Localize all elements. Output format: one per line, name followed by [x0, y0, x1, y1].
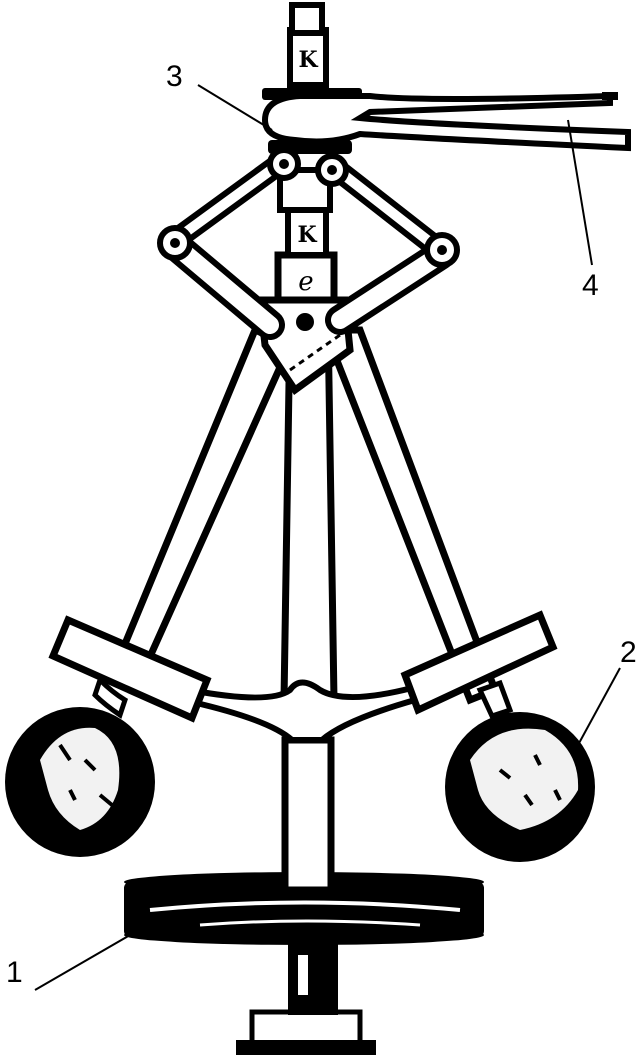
pulley: [124, 872, 484, 945]
upper-shaft: K K: [277, 2, 333, 258]
left-pendulum-arm: [48, 325, 295, 723]
callout-2: 2: [577, 636, 637, 746]
collar-block: e: [274, 251, 338, 304]
callout-2-label: 2: [620, 636, 637, 669]
left-linkage: [157, 151, 293, 340]
callout-4: 4: [567, 119, 599, 302]
lower-hub: [186, 679, 419, 743]
sliding-sleeve: [267, 140, 352, 187]
collar-letter: e: [298, 267, 313, 297]
right-pendulum-arm: [319, 326, 558, 720]
central-spindle: [280, 316, 338, 894]
right-ball: [445, 712, 595, 862]
callout-4-label: 4: [582, 269, 599, 302]
right-linkage: [324, 157, 460, 335]
callout-3-label: 3: [166, 60, 183, 93]
base-block: [236, 1009, 376, 1055]
left-ball: [5, 707, 155, 857]
lever: [261, 88, 631, 152]
callout-1: 1: [6, 934, 131, 991]
callout-1-label: 1: [6, 956, 23, 989]
upper-shaft-letter: K: [297, 222, 317, 248]
top-shaft-letter: K: [298, 47, 318, 73]
callout-3: 3: [166, 60, 273, 131]
lower-shaft: [288, 935, 338, 1015]
